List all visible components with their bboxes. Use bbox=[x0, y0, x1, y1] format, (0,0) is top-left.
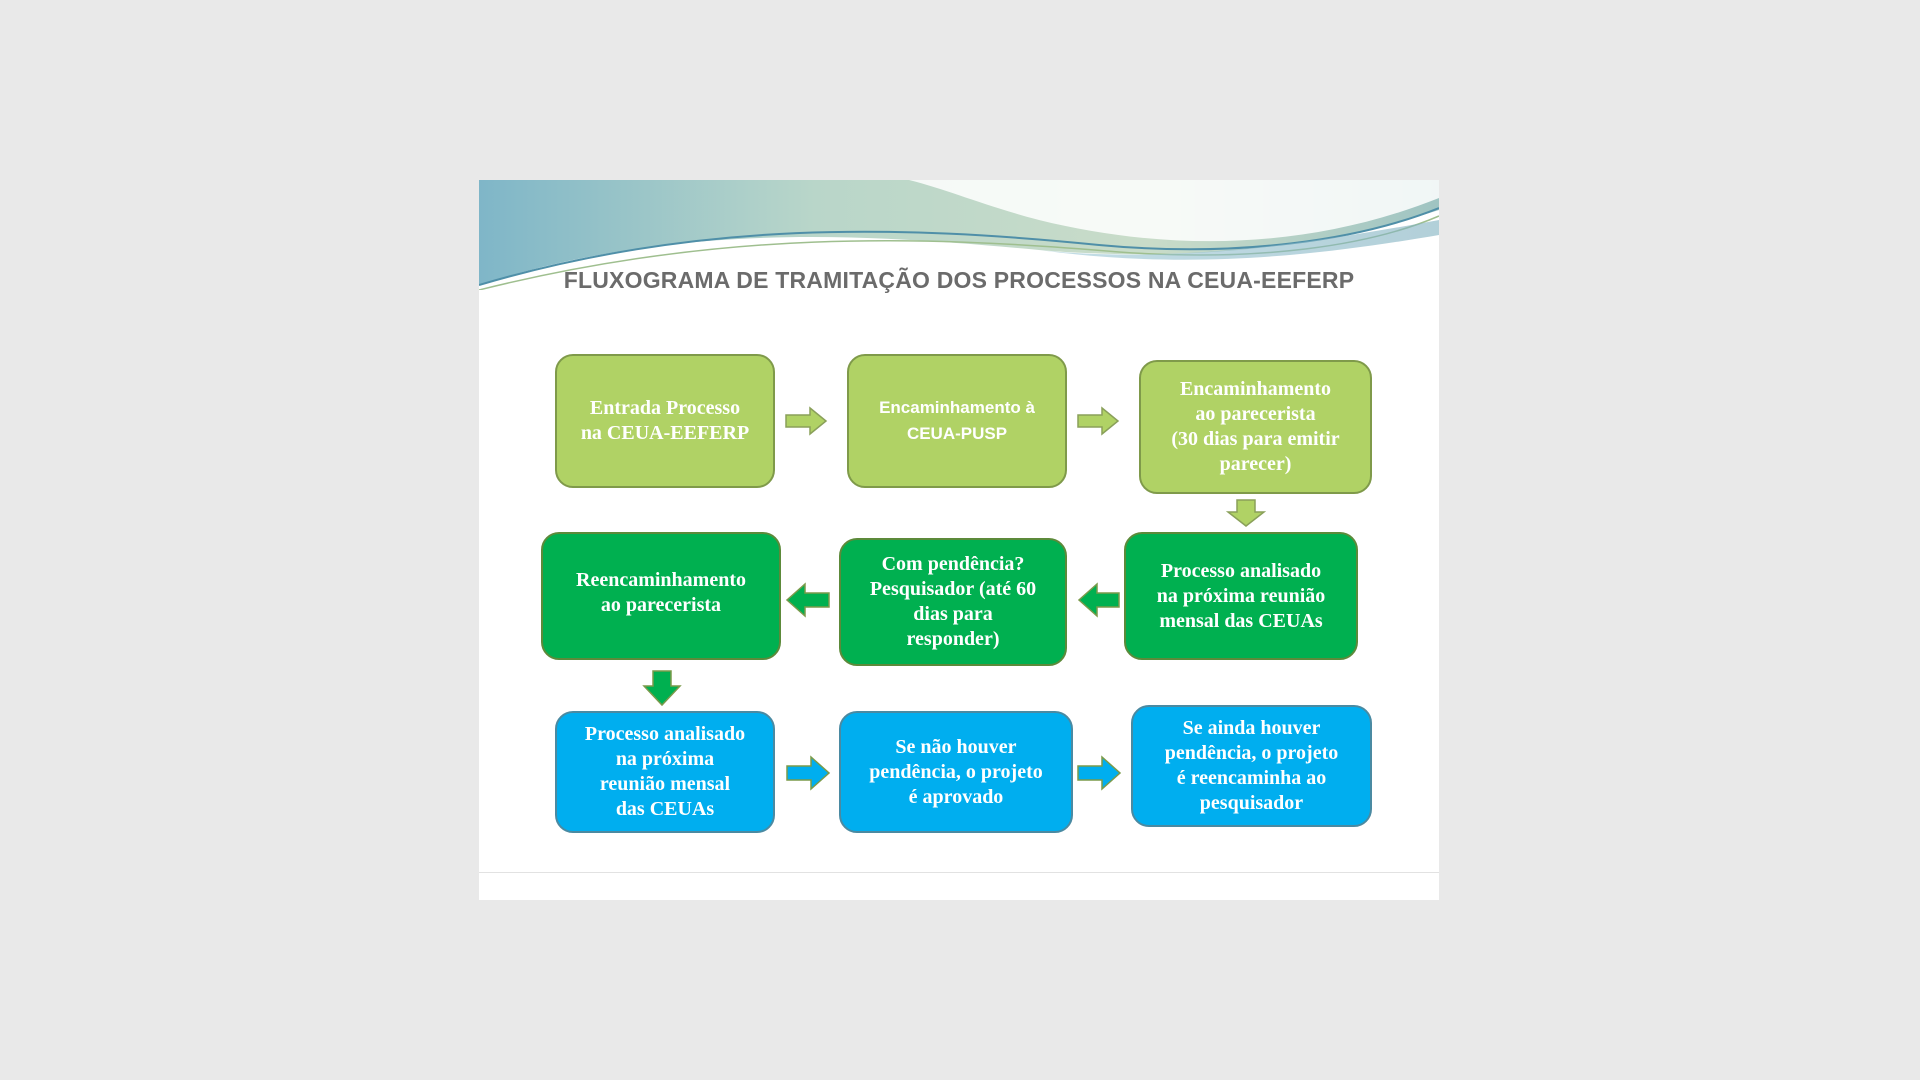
step-processo-analisado-final: Processo analisado na próxima reunião me… bbox=[555, 711, 775, 833]
arrow-down-icon bbox=[642, 670, 682, 707]
arrow-right-icon bbox=[785, 406, 828, 436]
footer-divider bbox=[479, 872, 1439, 873]
step-encaminhamento-ceua-pusp: Encaminhamento à CEUA-PUSP bbox=[847, 354, 1067, 488]
arrow-right-icon bbox=[1077, 755, 1122, 791]
step-entrada-processo: Entrada Processo na CEUA-EEFERP bbox=[555, 354, 775, 488]
step-projeto-aprovado: Se não houver pendência, o projeto é apr… bbox=[839, 711, 1073, 833]
header-wave-decoration bbox=[479, 180, 1439, 290]
arrow-down-icon bbox=[1226, 499, 1266, 527]
step-reencaminhamento-parecerista: Reencaminhamento ao parecerista bbox=[541, 532, 781, 660]
arrow-right-icon bbox=[786, 755, 831, 791]
slide: FLUXOGRAMA DE TRAMITAÇÃO DOS PROCESSOS N… bbox=[479, 180, 1439, 900]
step-processo-analisado-reuniao: Processo analisado na próxima reunião me… bbox=[1124, 532, 1358, 660]
step-reencaminha-pesquisador: Se ainda houver pendência, o projeto é r… bbox=[1131, 705, 1372, 827]
arrow-left-icon bbox=[1077, 582, 1120, 618]
page-title: FLUXOGRAMA DE TRAMITAÇÃO DOS PROCESSOS N… bbox=[563, 267, 1355, 293]
arrow-right-icon bbox=[1077, 406, 1120, 436]
step-encaminhamento-parecerista: Encaminhamento ao parecerista (30 dias p… bbox=[1139, 360, 1372, 494]
step-com-pendencia: Com pendência? Pesquisador (até 60 dias … bbox=[839, 538, 1067, 666]
arrow-left-icon bbox=[785, 582, 830, 618]
